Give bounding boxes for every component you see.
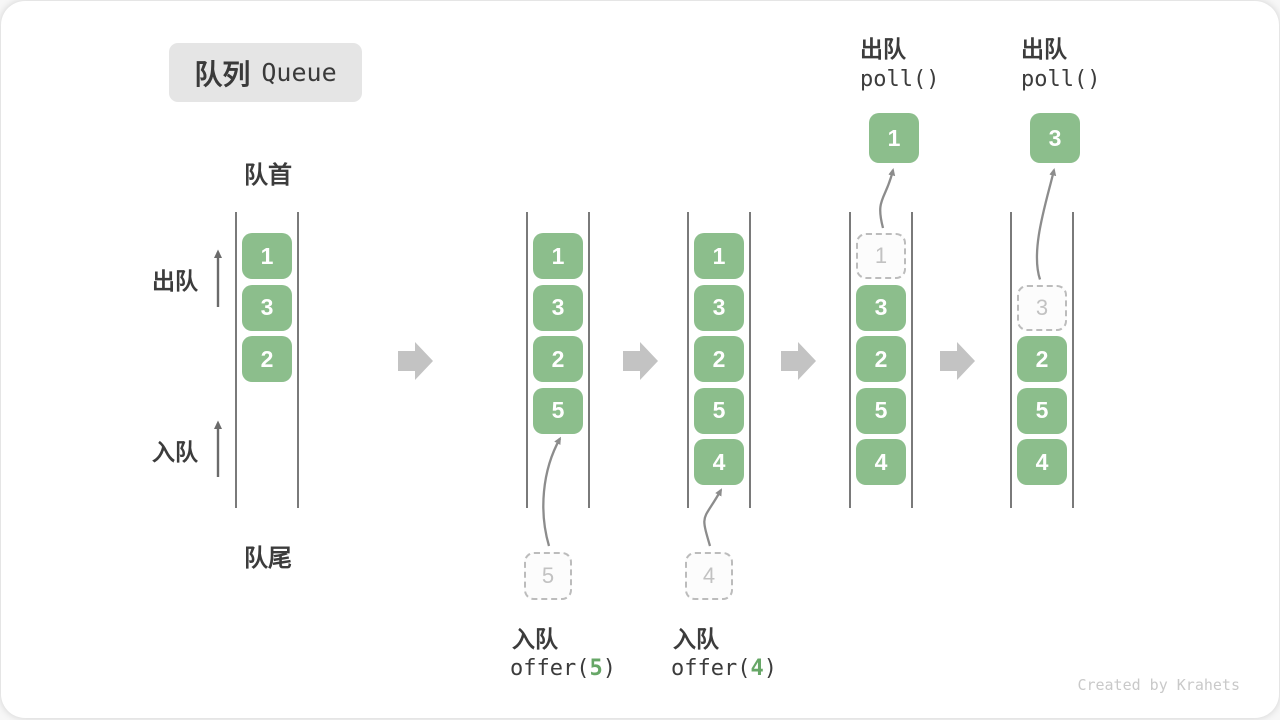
queue-after-offer-5-element-1: 1 (533, 233, 583, 279)
queue-after-offer-4-staged-value: 4 (685, 552, 733, 600)
queue-after-offer-5-staged-value: 5 (524, 552, 572, 600)
queue-initial-element-2: 2 (242, 336, 292, 382)
queue-after-offer-4-element-1: 1 (694, 233, 744, 279)
queue-after-offer-4-enqueue-code: offer(4) (671, 656, 777, 681)
label-dequeue-side: 出队 (152, 268, 198, 294)
queue-initial-element-1: 1 (242, 233, 292, 279)
queue-poll-3-element-2: 2 (1017, 336, 1067, 382)
queue-poll-3-element-4: 4 (1017, 439, 1067, 485)
title-zh: 队列 (194, 58, 251, 90)
queue-poll-3-element-3-removed: 3 (1017, 284, 1067, 331)
queue-poll-1-element-4: 4 (856, 439, 906, 485)
queue-poll-3-dequeued-value: 3 (1030, 113, 1080, 163)
queue-poll-1-dequeue-label: 出队 (860, 36, 906, 62)
queue-poll-1-dequeued-value: 1 (869, 113, 919, 163)
label-enqueue-side: 入队 (152, 439, 198, 465)
label-queue-rear: 队尾 (244, 545, 292, 572)
title-badge: 队列 Queue (169, 43, 362, 102)
queue-after-offer-4-element-4: 4 (694, 439, 744, 485)
queue-poll-1-dequeue-code: poll() (860, 67, 940, 92)
queue-poll-1-element-1-removed: 1 (856, 233, 906, 279)
queue-poll-1-element-3: 3 (856, 284, 906, 331)
title-en: Queue (261, 58, 337, 87)
queue-after-offer-4-element-5: 5 (694, 387, 744, 434)
queue-poll-3-element-5: 5 (1017, 387, 1067, 434)
queue-after-offer-5-enqueue-label: 入队 (512, 626, 558, 652)
queue-after-offer-5-enqueue-code-arg: 5 (589, 656, 603, 681)
queue-after-offer-5-element-3: 3 (533, 284, 583, 331)
queue-after-offer-4-enqueue-code-arg: 4 (750, 656, 764, 681)
queue-after-offer-4-enqueue-label: 入队 (673, 626, 719, 652)
label-queue-front: 队首 (244, 162, 292, 189)
queue-poll-3-dequeue-code: poll() (1021, 67, 1101, 92)
queue-initial-element-3: 3 (242, 284, 292, 331)
queue-poll-1-element-2: 2 (856, 336, 906, 382)
queue-poll-3-dequeue-label: 出队 (1021, 36, 1067, 62)
queue-poll-1-element-5: 5 (856, 387, 906, 434)
queue-after-offer-4-element-2: 2 (694, 336, 744, 382)
queue-after-offer-5-element-5: 5 (533, 387, 583, 434)
queue-after-offer-5-element-2: 2 (533, 336, 583, 382)
queue-after-offer-5-enqueue-code: offer(5) (510, 656, 616, 681)
watermark-credit: Created by Krahets (1077, 676, 1240, 694)
queue-after-offer-4-element-3: 3 (694, 284, 744, 331)
